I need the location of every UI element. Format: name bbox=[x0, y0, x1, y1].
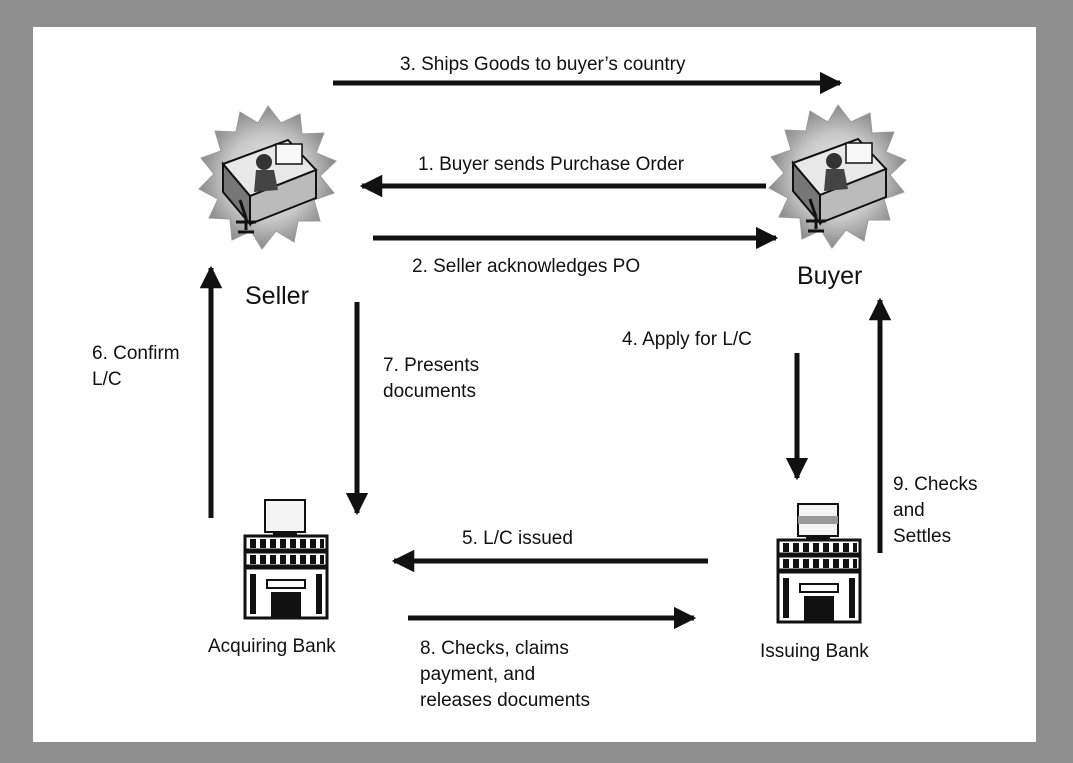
issuing-bank-label: Issuing Bank bbox=[760, 641, 869, 662]
step-1-label: 1. Buyer sends Purchase Order bbox=[418, 154, 685, 175]
acquiring-bank-label: Acquiring Bank bbox=[208, 636, 336, 657]
step-7-label: 7. Presents documents bbox=[383, 355, 480, 402]
step-6-label: 6. Confirm L/C bbox=[92, 343, 180, 390]
step-5-label: 5. L/C issued bbox=[462, 528, 573, 549]
buyer-desk-worker-icon bbox=[768, 104, 907, 249]
step-3-label: 3. Ships Goods to buyer’s country bbox=[400, 54, 686, 75]
step-8-label: 8. Checks, claims payment, and releases … bbox=[420, 638, 591, 711]
seller-desk-worker-icon bbox=[198, 105, 337, 250]
seller-label: Seller bbox=[245, 282, 309, 310]
acquiring-bank-building-icon bbox=[243, 499, 329, 620]
issuing-bank-building-icon bbox=[776, 503, 862, 624]
step-2-label: 2. Seller acknowledges PO bbox=[412, 256, 641, 277]
buyer-label: Buyer bbox=[797, 262, 863, 290]
step-4-label: 4. Apply for L/C bbox=[622, 329, 752, 350]
step-9-label: 9. Checks and Settles bbox=[893, 474, 978, 547]
